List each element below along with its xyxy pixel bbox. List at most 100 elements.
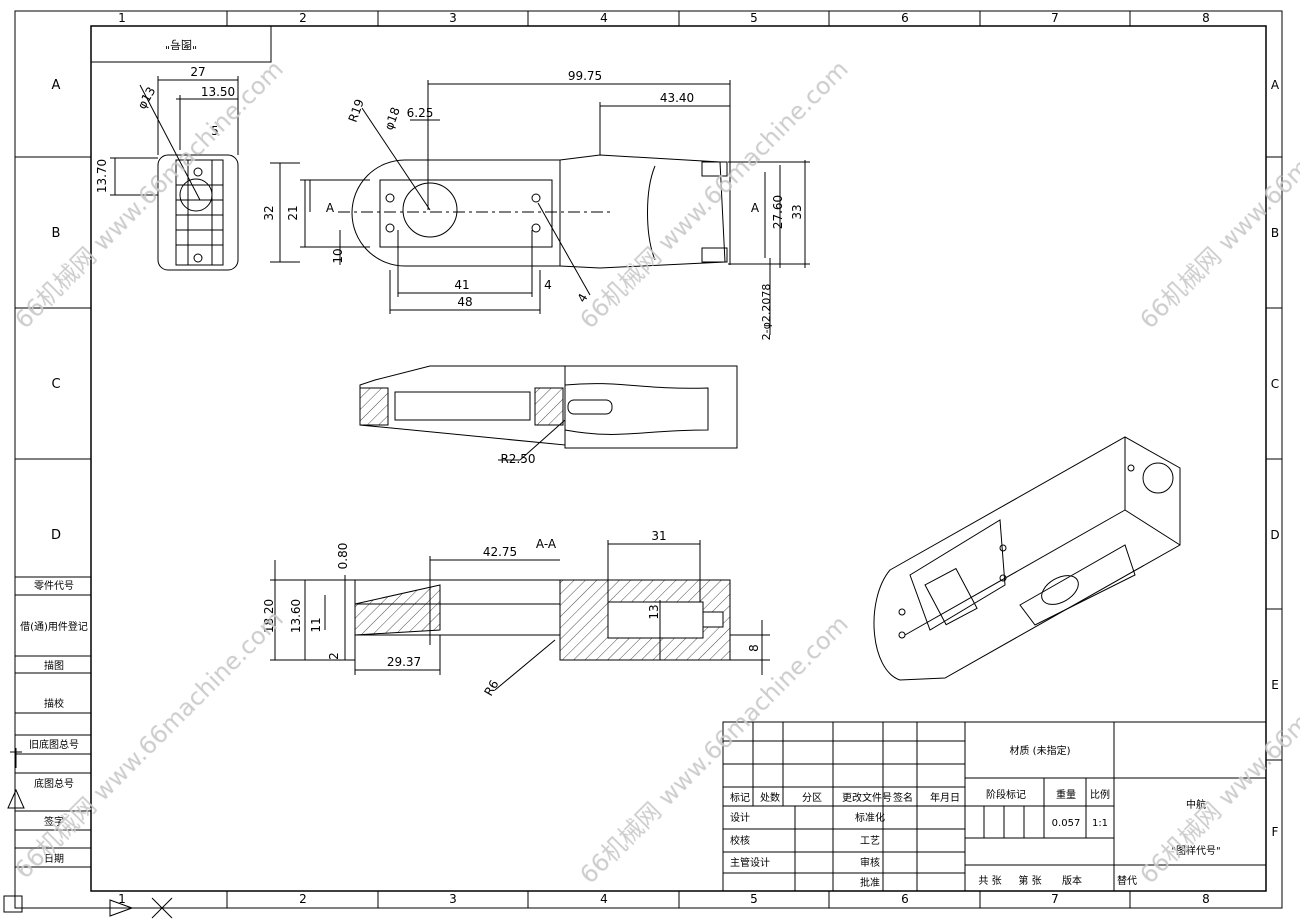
zone-right-c: C bbox=[1271, 377, 1279, 391]
replaces: 替代 bbox=[1117, 874, 1137, 887]
zone-bottom-8: 8 bbox=[1202, 892, 1210, 906]
side-table bbox=[15, 576, 91, 868]
dim-43-40: 43.40 bbox=[660, 91, 694, 105]
header-count: 处数 bbox=[760, 791, 780, 804]
header-date: 年月日 bbox=[930, 791, 960, 804]
dim-8: 8 bbox=[747, 644, 761, 652]
zone-left-c: C bbox=[51, 377, 60, 392]
dim-r5: 5 bbox=[211, 124, 219, 138]
zone-top-1: 1 bbox=[118, 11, 126, 25]
dim-10: 10 bbox=[331, 248, 345, 263]
dim-r6: R6 bbox=[481, 678, 501, 699]
right-zone-letters: A B C D E F bbox=[1270, 78, 1280, 839]
dim-holes: 2-φ2.2078 bbox=[760, 284, 773, 341]
zone-top-7: 7 bbox=[1051, 11, 1059, 25]
zone-right-e: E bbox=[1271, 678, 1279, 692]
row-approve: 批准 bbox=[860, 876, 880, 889]
zone-left-d: D bbox=[51, 528, 61, 543]
side-label-date: 日期 bbox=[44, 853, 64, 865]
side-table-labels: 零件代号 借(通)用件登记 描图 描校 旧底图总号 底图总号 签字 日期 bbox=[20, 580, 88, 865]
title-block bbox=[722, 721, 1267, 892]
side-label-trace: 描图 bbox=[44, 659, 64, 672]
dim-r2-50: R2.50 bbox=[500, 452, 535, 466]
zone-bottom-7: 7 bbox=[1051, 892, 1059, 906]
dim-29-37: 29.37 bbox=[387, 655, 421, 669]
dim-48: 48 bbox=[457, 295, 472, 309]
dim-42-75: 42.75 bbox=[483, 545, 517, 559]
dim-33: 33 bbox=[790, 204, 804, 219]
dim-13: 13 bbox=[647, 604, 661, 619]
zone-bottom-5: 5 bbox=[750, 892, 758, 906]
dim-13-50: 13.50 bbox=[201, 85, 235, 99]
dim-27-60: 27.60 bbox=[771, 195, 785, 229]
sheet-number: 第 张 bbox=[1018, 874, 1041, 887]
header-change-doc: 更改文件号 bbox=[842, 791, 892, 804]
dim-21: 21 bbox=[286, 205, 300, 220]
row-process: 工艺 bbox=[860, 835, 880, 847]
section-aa-label: A-A bbox=[536, 537, 557, 551]
side-label-signature: 签字 bbox=[44, 815, 64, 828]
section-a-left: A bbox=[326, 201, 335, 215]
total-sheets: 共 张 bbox=[978, 875, 1001, 887]
section-a-right: A bbox=[751, 201, 760, 215]
side-label-register: 借(通)用件登记 bbox=[20, 620, 88, 633]
corner-tag-box bbox=[90, 25, 272, 63]
dim-11: 11 bbox=[309, 617, 323, 632]
version: 版本 bbox=[1062, 874, 1082, 887]
row-standardize: 标准化 bbox=[855, 811, 885, 824]
zone-top-8: 8 bbox=[1202, 11, 1210, 25]
section-view bbox=[270, 540, 770, 691]
dim-r19: R19 bbox=[346, 97, 367, 124]
corner-tag: "图号" bbox=[165, 38, 197, 51]
front-view bbox=[359, 365, 738, 461]
dim-6-25: 6.25 bbox=[407, 106, 434, 120]
dim-13-70: 13.70 bbox=[95, 159, 109, 193]
dim-2: 2 bbox=[327, 652, 341, 660]
title-block-text: 材质 (未指定) 标记 处数 分区 更改文件号 签名 年月日 阶段标记 重量 比… bbox=[730, 744, 1221, 889]
header-zone: 分区 bbox=[802, 792, 822, 804]
stage-mark-label: 阶段标记 bbox=[986, 788, 1026, 801]
dim-phi13: φ13 bbox=[135, 84, 159, 111]
zone-bottom-4: 4 bbox=[600, 892, 608, 906]
drawing-number: "图样代号" bbox=[1171, 844, 1220, 857]
isometric-view bbox=[873, 436, 1181, 681]
side-label-trace-check: 描校 bbox=[44, 697, 64, 710]
row-review: 审核 bbox=[860, 856, 880, 869]
row-design: 设计 bbox=[730, 811, 750, 824]
watermark-3: 66机械网 www.66machine.com bbox=[1134, 55, 1300, 334]
top-view-dims: 99.75 43.40 R19 φ18 6.25 32 21 10 A 41 4… bbox=[262, 69, 804, 340]
zone-right-f: F bbox=[1272, 825, 1279, 839]
material-label: 材质 (未指定) bbox=[1010, 744, 1071, 757]
zone-left-b: B bbox=[52, 226, 61, 241]
side-label-part-code: 零件代号 bbox=[34, 580, 74, 592]
dim-32: 32 bbox=[262, 205, 276, 220]
company-name: 中航 bbox=[1186, 798, 1206, 811]
zone-right-a: A bbox=[1271, 78, 1280, 92]
zone-right-d: D bbox=[1270, 528, 1279, 542]
zone-ticks bbox=[15, 11, 1282, 908]
inner-frame bbox=[90, 25, 1267, 892]
weight-value: 0.057 bbox=[1052, 818, 1081, 829]
zone-left-a: A bbox=[52, 78, 61, 93]
projection-symbols bbox=[3, 748, 173, 919]
dim-13-60: 13.60 bbox=[289, 599, 303, 633]
dim-31: 31 bbox=[651, 529, 666, 543]
section-view-dims: A-A 42.75 31 0.80 18.20 13.60 11 2 13 8 … bbox=[262, 529, 761, 698]
end-view bbox=[110, 76, 239, 271]
zone-bottom-2: 2 bbox=[299, 892, 307, 906]
dim-phi18: φ18 bbox=[382, 105, 403, 132]
row-check: 校核 bbox=[730, 834, 750, 847]
end-view-dims: 27 13.50 φ13 13.70 5 bbox=[95, 65, 235, 193]
zone-top-2: 2 bbox=[299, 11, 307, 25]
left-zone-letters: A B C D bbox=[51, 78, 61, 543]
row-lead-design: 主管设计 bbox=[730, 856, 770, 869]
dim-0-80: 0.80 bbox=[336, 543, 350, 570]
header-mark: 标记 bbox=[730, 792, 750, 804]
dim-27: 27 bbox=[190, 65, 205, 79]
scale-label: 比例 bbox=[1090, 788, 1110, 801]
dim-18-20: 18.20 bbox=[262, 599, 276, 633]
zone-top-3: 3 bbox=[449, 11, 457, 25]
zone-top-5: 5 bbox=[750, 11, 758, 25]
weight-label: 重量 bbox=[1056, 788, 1076, 801]
